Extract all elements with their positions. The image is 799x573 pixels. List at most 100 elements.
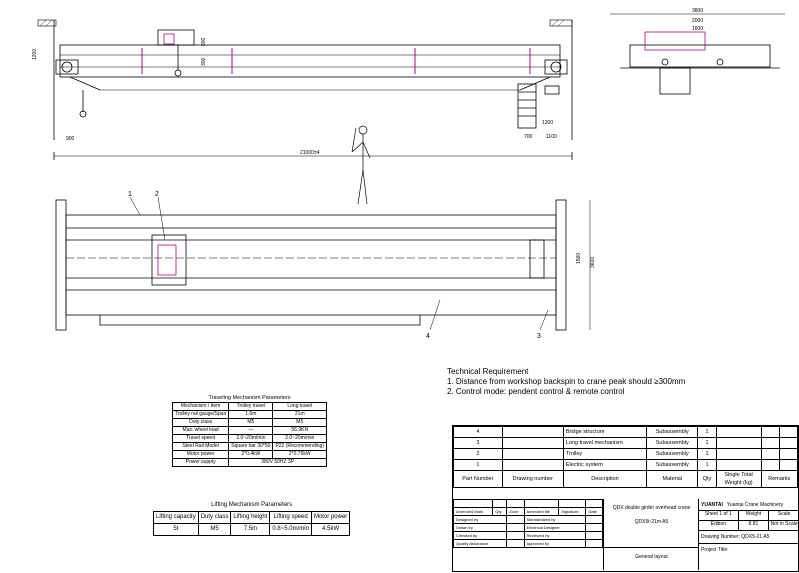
trolley-plan	[151, 234, 187, 286]
hdr-description: Description	[562, 470, 648, 488]
part-material: Subassembly	[646, 426, 699, 438]
cab-ladder	[517, 83, 560, 129]
lift-header: Lifting capacity	[153, 511, 199, 524]
lift-header: Lifting speed	[269, 511, 312, 524]
dim-2000: 2000	[692, 18, 703, 24]
cell: 1.6m	[228, 410, 274, 419]
part-name: Electric system	[562, 459, 648, 471]
dim-700: 700	[524, 134, 533, 140]
part-qty: 1	[697, 459, 717, 471]
part-qty: 1	[697, 426, 717, 438]
part-no: 1	[453, 459, 503, 471]
row-label: Travel speed	[171, 434, 230, 443]
company-logo: YUANTAI	[701, 501, 723, 508]
scale-value: Not in Scale	[770, 521, 798, 527]
hdr-remarks: Remarks	[760, 470, 799, 488]
technical-requirement: Technical Requirement 1. Distance from w…	[447, 367, 685, 397]
lift-value: 0.8~5.0m/min	[269, 523, 312, 536]
cell: 2.0~20m/min	[272, 434, 328, 443]
lift-header: Lifting height	[230, 511, 271, 524]
row-label: Trolley rail gauge/Span	[171, 410, 230, 419]
lifting-mechanism-table: Lifting Mechanism Parameters Lifting cap…	[153, 500, 351, 536]
edition-value: 8.81	[739, 521, 770, 530]
callout-4: 4	[426, 333, 430, 340]
lift-value: M5	[197, 523, 232, 536]
part-qty: 1	[697, 437, 717, 449]
hdr-single: Single	[724, 472, 740, 478]
traveling-title: Traveling Mechanism Parameters	[208, 395, 291, 401]
cell: 2.0~20m/min	[228, 434, 274, 443]
col-trolley: Trolley travel	[228, 402, 274, 411]
dim-span: 21000±4	[300, 150, 320, 156]
plan-view: 3600 1560 1 2 4 3	[55, 191, 596, 340]
cell: 21m	[272, 410, 328, 419]
dim-900: 900	[66, 136, 75, 142]
part-no: 3	[453, 437, 503, 449]
hdr-qty: Qty	[697, 470, 717, 488]
lift-header: Duty class	[197, 511, 232, 524]
part-qty: 1	[697, 448, 717, 460]
rev-header: Qty	[492, 507, 508, 516]
rev-header: Amended Mark	[452, 507, 494, 516]
cell: P22 (Recommending)	[272, 442, 328, 451]
dim-3800: 3800	[692, 8, 703, 14]
rev-role: Designed by	[452, 515, 508, 524]
lift-value: 7.5m	[230, 523, 271, 536]
tech-item-1: 1. Distance from workshop backspin to cr…	[447, 377, 686, 386]
row-label: Motor power	[171, 450, 230, 459]
rev-role: Checked by	[452, 531, 508, 540]
cell: —	[228, 426, 274, 435]
project-title: Project Title:	[701, 547, 729, 553]
end-view: 3800 2000 1600	[610, 8, 785, 95]
hdr-mech: Mechanism	[180, 403, 207, 410]
part-name: Bridge structure	[562, 426, 648, 438]
part-no: 2	[453, 448, 503, 460]
hdr-weight-label: Weight (kg)	[724, 480, 753, 486]
main-girder	[59, 44, 561, 78]
lift-value: 5t	[153, 523, 199, 536]
dim-1560: 1560	[576, 253, 582, 264]
hdr-total: Total	[741, 472, 753, 478]
traveling-mechanism-table: Traveling Mechanism Parameters Mechanism…	[171, 395, 328, 467]
title-center: QDX double girder overhead crane QDX5t-2…	[603, 499, 699, 570]
company-name: Yuantai Crane Machinery	[726, 501, 784, 508]
callout-2: 2	[155, 191, 159, 198]
dim-800: 800	[201, 37, 207, 46]
part-no: 4	[453, 426, 503, 438]
rev-role: Quality Assurance	[452, 539, 508, 548]
rev-role: Approved by	[523, 539, 587, 548]
rev-header: Signature	[558, 507, 587, 516]
cell: Square bar 30*50	[228, 442, 274, 451]
row-label: Power supply	[171, 458, 230, 467]
tech-item-2: 2. Control mode: pendent control & remot…	[447, 387, 625, 396]
rev-header: Date	[585, 507, 603, 516]
part-name: Long travel mechanism	[562, 437, 648, 449]
hdr-material: Material	[646, 470, 699, 488]
part-material: Subassembly	[646, 437, 699, 449]
rev-header: Zone	[506, 507, 525, 516]
cell: 2*0.4kW	[228, 450, 274, 459]
worker-figure	[351, 125, 371, 205]
col-long: Long travel	[272, 402, 328, 411]
cell: M5	[272, 418, 328, 427]
part-name: Trolley	[562, 448, 648, 460]
hdr-item: Item	[210, 403, 221, 410]
front-elevation: 21000±4 1200 900 800 300 700 1100 1200	[32, 19, 573, 160]
hdr-part-number: Part Number	[453, 470, 503, 488]
lifting-title: Lifting Mechanism Parameters	[211, 502, 293, 508]
trolley-front	[157, 29, 195, 46]
product-model: QDX5t-21m A5	[634, 519, 669, 525]
weight-label: Weight	[739, 511, 770, 520]
hdr-drawing-number: Drawing number	[501, 470, 564, 488]
row-label: Duty class	[171, 418, 230, 427]
drawing-title: General layout	[604, 547, 699, 560]
tech-title: Technical Requirement	[447, 367, 529, 376]
dim-1200-right: 1200	[542, 120, 553, 126]
cell: M5	[228, 418, 274, 427]
lift-header: Motor power	[310, 511, 351, 524]
rev-role: Electrical Designer	[523, 523, 587, 532]
dim-300: 300	[201, 57, 207, 66]
